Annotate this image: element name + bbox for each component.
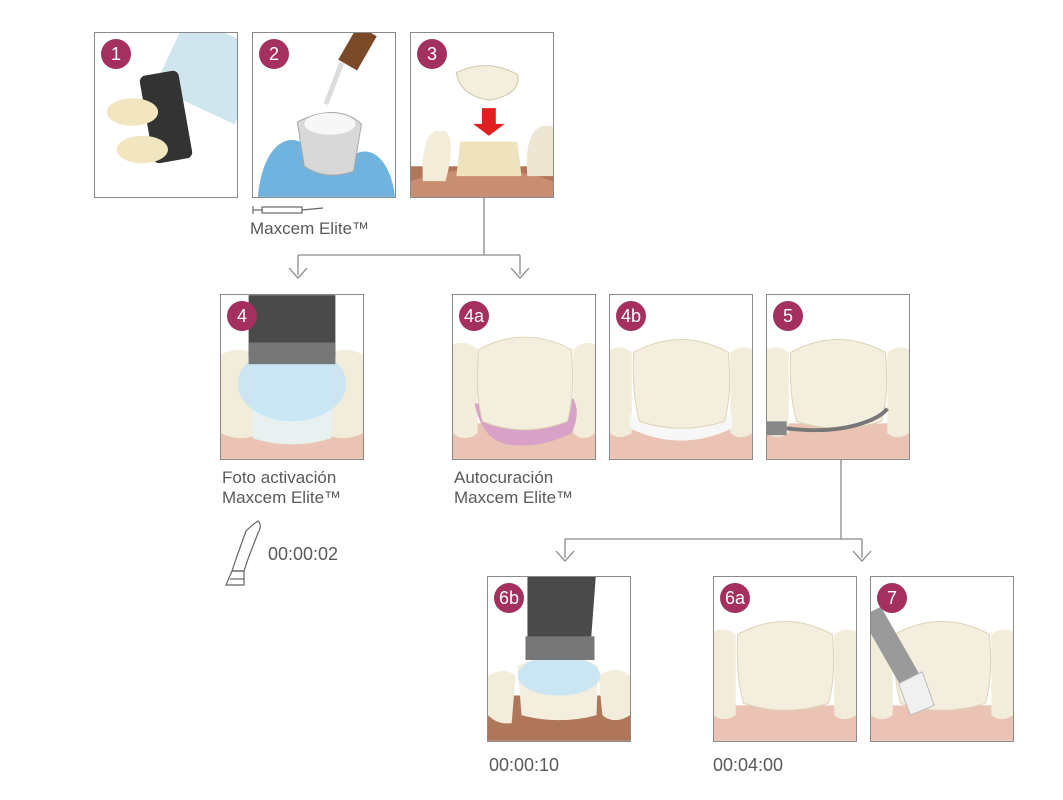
excess-removal-illustration [767, 339, 909, 459]
polishing-illustration [871, 606, 1013, 741]
step-7-panel: 7 [870, 576, 1014, 742]
step-badge-5: 5 [773, 301, 803, 331]
step-badge-6a: 6a [720, 583, 750, 613]
step-badge-4a: 4a [459, 301, 489, 331]
step-badge-3: 3 [417, 39, 447, 69]
step-badge-2: 2 [259, 39, 289, 69]
step-badge-7: 7 [877, 583, 907, 613]
step-6a-time: 00:04:00 [713, 755, 784, 775]
step-6b-time: 00:00:10 [489, 755, 560, 775]
crown-fill-illustration [257, 33, 395, 197]
light-cure-time: 00:00:02 [268, 544, 339, 564]
crown-seating-illustration [411, 65, 553, 197]
step-6a-panel: 6a [713, 576, 857, 742]
light-cure-caption-line1: Foto activación [222, 468, 337, 487]
self-cure-caption-line1: Autocuración [454, 468, 554, 487]
step-5-panel: 5 [766, 294, 910, 460]
curing-light-icon [225, 520, 261, 586]
step-4-panel: 4 [220, 294, 364, 460]
step-2-panel: 2 [252, 32, 396, 198]
final-light-cure-illustration [488, 577, 630, 741]
light-cure-caption-line2: Maxcem Elite™ [222, 488, 342, 507]
step-1-panel: 1 [94, 32, 238, 198]
step-4b-panel: 4b [609, 294, 753, 460]
syringe-icon [252, 206, 324, 214]
step-badge-4b: 4b [616, 301, 646, 331]
step-4a-panel: 4a [452, 294, 596, 460]
self-cure-caption-line2: Maxcem Elite™ [454, 488, 574, 507]
gel-state-illustration [610, 339, 752, 459]
set-cement-illustration [714, 621, 856, 741]
step-6b-panel: 6b [487, 576, 631, 742]
self-cure-illustration [453, 336, 595, 459]
capsule-tip-illustration [106, 33, 237, 164]
syringe-product-caption: Maxcem Elite™ [250, 219, 370, 238]
step-badge-1: 1 [101, 39, 131, 69]
step-badge-4: 4 [227, 301, 257, 331]
step-badge-6b: 6b [494, 583, 524, 613]
step-3-panel: 3 [410, 32, 554, 198]
light-cure-illustration [221, 295, 363, 459]
